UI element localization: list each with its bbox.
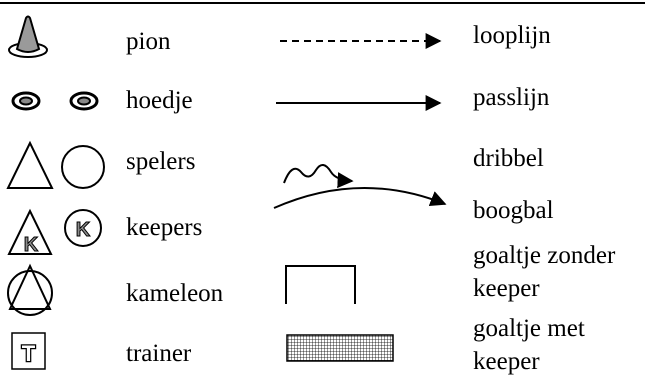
top-rule xyxy=(0,2,645,4)
label-players: spelers xyxy=(126,148,196,175)
label-chameleon: kameleon xyxy=(126,280,224,307)
keeper-triangle-icon: K xyxy=(7,208,53,257)
keeper-circle-icon: K xyxy=(64,209,102,247)
chameleon-icon xyxy=(7,263,53,316)
goal-with-keeper-icon xyxy=(286,334,394,362)
dribble-line-icon xyxy=(283,164,354,189)
keeper-circle-glyph: K xyxy=(76,219,91,241)
cone-icon xyxy=(8,15,48,58)
hat-icon xyxy=(11,91,41,111)
keeper-triangle-glyph: K xyxy=(24,234,39,256)
label-goal-with-keeper-line1: goaltje met xyxy=(473,315,585,342)
label-hat: hoedje xyxy=(126,87,193,114)
label-goal-without-keeper-line2: keeper xyxy=(473,275,540,302)
label-goal-with-keeper-line2: keeper xyxy=(473,348,540,375)
label-goal-without-keeper: goaltje zonder keeper xyxy=(473,239,615,305)
trainer-glyph: T xyxy=(22,341,36,366)
label-dribble: dribbel xyxy=(473,145,544,172)
label-keepers: keepers xyxy=(126,214,203,241)
label-goal-with-keeper: goaltje met keeper xyxy=(473,312,585,378)
label-lob-ball: boogbal xyxy=(473,197,554,224)
player-triangle-icon xyxy=(6,140,54,189)
player-circle-icon xyxy=(61,145,105,189)
hat-icon-2 xyxy=(69,91,99,111)
label-trainer: trainer xyxy=(126,340,192,367)
goal-without-keeper-icon xyxy=(285,265,356,304)
trainer-icon: T xyxy=(11,332,46,370)
label-run-line: looplijn xyxy=(473,22,551,49)
label-cone: pion xyxy=(126,28,171,55)
lob-ball-line-icon xyxy=(273,187,447,209)
label-goal-without-keeper-line1: goaltje zonder xyxy=(473,242,616,269)
label-pass-line: passlijn xyxy=(473,84,550,111)
